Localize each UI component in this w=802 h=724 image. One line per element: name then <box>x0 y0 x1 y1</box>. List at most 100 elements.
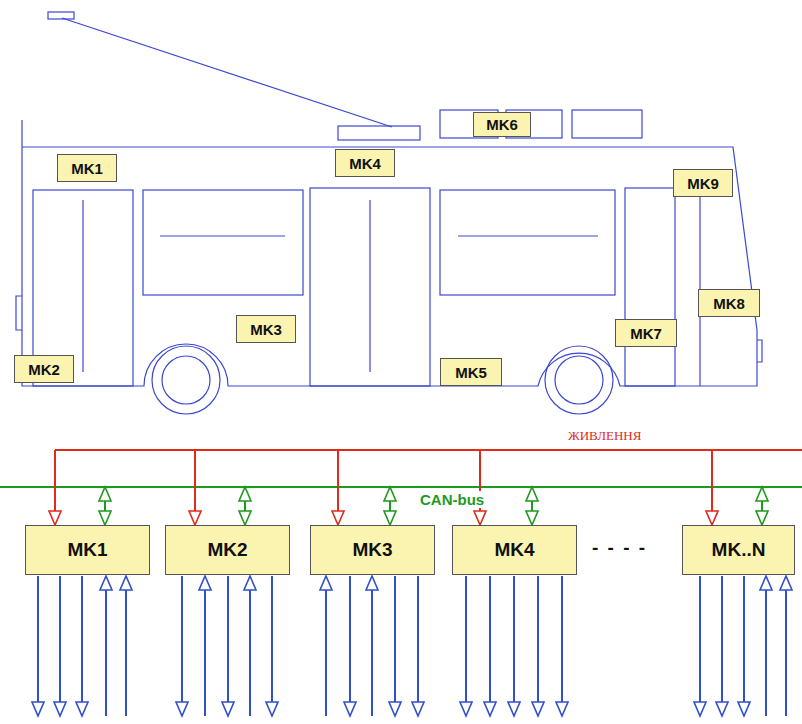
io-line <box>721 576 723 702</box>
arrow-head <box>526 511 538 525</box>
arrow-head <box>99 511 111 525</box>
arrow-head <box>526 487 538 501</box>
io-line <box>371 590 373 716</box>
io-line <box>561 576 563 702</box>
io-line <box>743 576 745 702</box>
arrow-head <box>320 576 332 590</box>
io-line <box>271 576 273 702</box>
controller-location-box: MK7 <box>615 319 677 347</box>
arrow-head <box>760 576 772 590</box>
arrow-head <box>99 487 111 501</box>
ellipsis-dashes: - - - - <box>592 537 647 559</box>
io-line <box>765 590 767 716</box>
arrow-head <box>199 576 211 590</box>
io-line <box>489 576 491 702</box>
arrow-head <box>76 702 88 716</box>
arrow-head <box>556 702 568 716</box>
arrow-head <box>344 702 356 716</box>
module-name: MK4 <box>494 539 534 561</box>
arrow-head <box>54 702 66 716</box>
controller-module-box: MK3 <box>310 525 435 575</box>
controller-module-box: MK2 <box>165 525 290 575</box>
module-name: MK2 <box>207 539 247 561</box>
io-line <box>537 576 539 702</box>
arrow-head <box>484 702 496 716</box>
controller-module-box: MK1 <box>25 525 150 575</box>
arrow-head <box>189 511 201 525</box>
module-name: MK1 <box>67 539 107 561</box>
arrow-head <box>266 702 278 716</box>
module-name: MK3 <box>250 321 282 338</box>
controller-location-box: MK9 <box>673 169 733 197</box>
io-line <box>125 590 127 716</box>
controller-module-box: MK4 <box>452 525 577 575</box>
arrow-head <box>716 702 728 716</box>
controller-location-box: MK6 <box>473 112 531 137</box>
arrow-head <box>222 702 234 716</box>
arrow-head <box>239 511 251 525</box>
module-name: MK3 <box>352 539 392 561</box>
power-drop <box>337 450 339 511</box>
arrow-head <box>706 511 718 525</box>
arrow-head <box>780 576 792 590</box>
module-name: MK9 <box>687 175 719 192</box>
io-line <box>513 576 515 702</box>
controller-location-box: MK8 <box>698 289 760 317</box>
arrow-head <box>694 702 706 716</box>
module-name: MK7 <box>630 325 662 342</box>
arrow-head <box>244 576 256 590</box>
power-drop <box>54 450 56 511</box>
arrow-head <box>508 702 520 716</box>
can-bus-label: CAN-bus <box>418 491 486 508</box>
module-name: MK2 <box>28 361 60 378</box>
arrow-head <box>532 702 544 716</box>
arrow-head <box>738 702 750 716</box>
module-name: MK1 <box>71 160 103 177</box>
io-line <box>227 576 229 702</box>
arrow-head <box>474 511 486 525</box>
module-name: MK..N <box>712 539 766 561</box>
arrow-head <box>366 576 378 590</box>
arrow-head <box>384 487 396 501</box>
arrow-head <box>176 702 188 716</box>
arrow-head <box>332 511 344 525</box>
io-line <box>81 576 83 702</box>
arrow-head <box>460 702 472 716</box>
arrow-head <box>384 511 396 525</box>
module-name: MK4 <box>349 155 381 172</box>
io-line <box>181 576 183 702</box>
power-drop <box>711 450 713 511</box>
power-line-label: ЖИВЛЕННЯ <box>568 428 641 444</box>
arrow-head <box>756 487 768 501</box>
can-drop <box>531 501 533 511</box>
module-name: MK5 <box>455 364 487 381</box>
controller-location-box: MK3 <box>236 315 296 343</box>
arrow-head <box>32 702 44 716</box>
controller-location-box: MK4 <box>335 149 395 177</box>
can-drop <box>244 501 246 511</box>
arrow-head <box>756 511 768 525</box>
io-line <box>105 590 107 716</box>
controller-module-box: MK..N <box>682 525 795 575</box>
module-name: MK8 <box>713 295 745 312</box>
arrow-head <box>49 511 61 525</box>
io-line <box>37 576 39 702</box>
io-line <box>394 576 396 702</box>
controller-location-box: MK5 <box>440 358 502 386</box>
io-line <box>417 576 419 702</box>
module-name: MK6 <box>486 116 518 133</box>
io-line <box>349 576 351 702</box>
io-line <box>249 590 251 716</box>
io-line <box>59 576 61 702</box>
arrow-head <box>239 487 251 501</box>
can-drop <box>389 501 391 511</box>
io-line <box>785 590 787 716</box>
can-drop <box>104 501 106 511</box>
io-line <box>699 576 701 702</box>
controller-location-box: MK1 <box>57 154 117 182</box>
arrow-head <box>389 702 401 716</box>
arrow-head <box>100 576 112 590</box>
io-line <box>465 576 467 702</box>
controller-location-box: MK2 <box>14 355 74 383</box>
